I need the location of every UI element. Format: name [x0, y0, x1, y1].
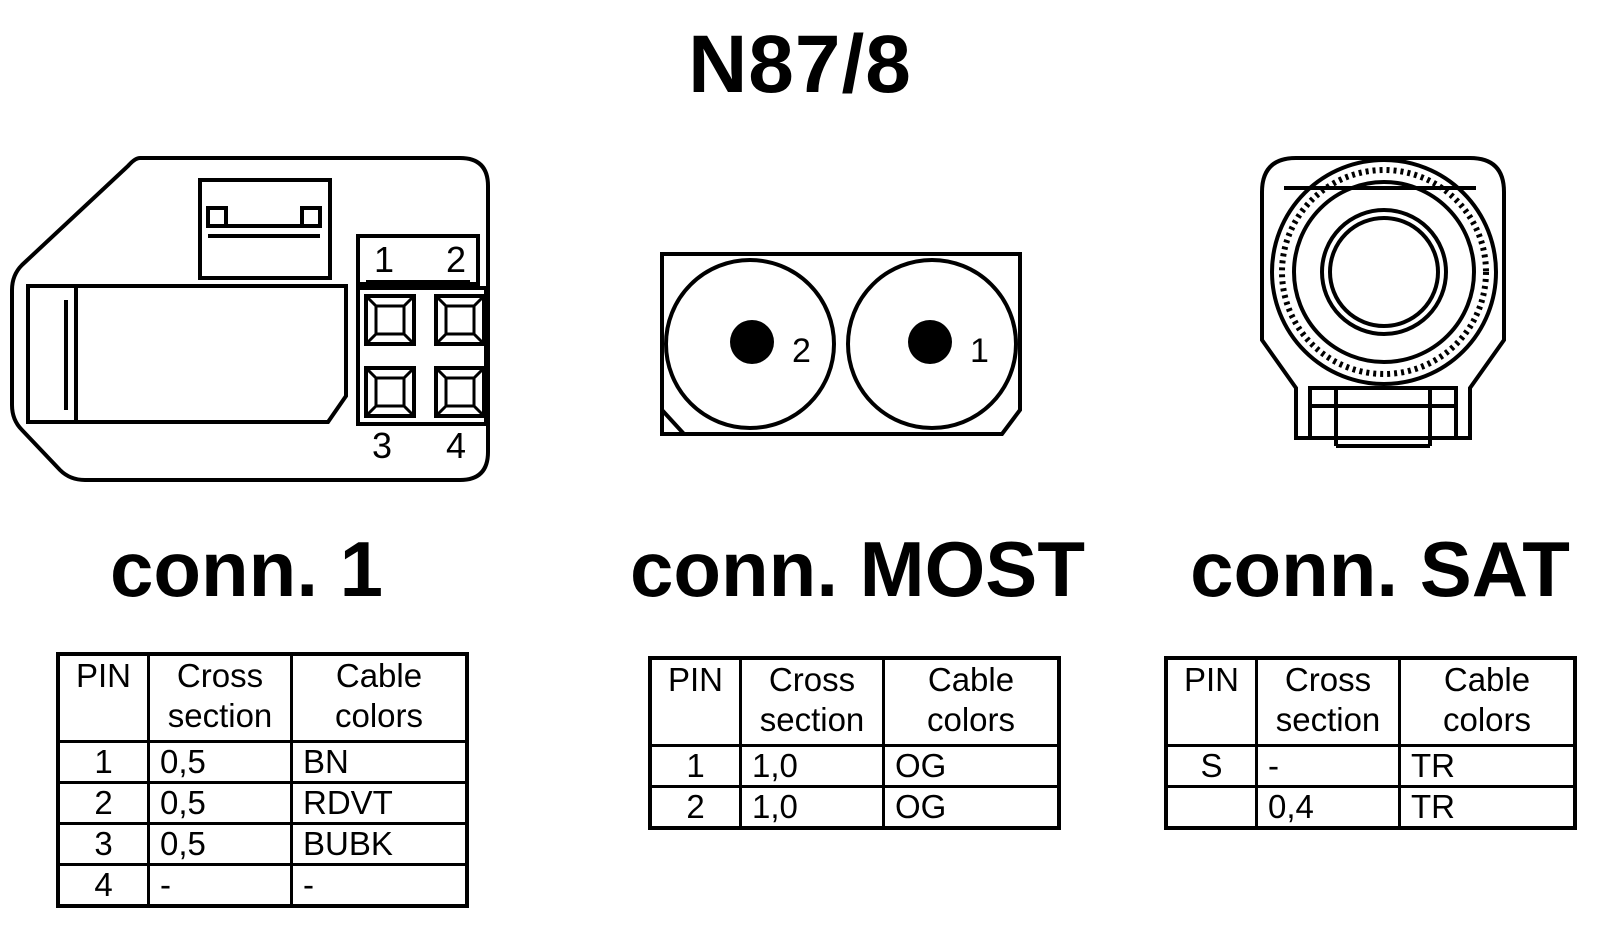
- connector-most-label: conn. MOST: [630, 525, 1085, 613]
- cell-cable-color: OG: [882, 744, 1061, 788]
- cell-cross-section: 0,5: [147, 740, 293, 784]
- table-row: 2 0,5 RDVT: [56, 781, 469, 825]
- header-cable-colors: Cable colors: [290, 652, 469, 743]
- cell-cable-color: -: [290, 863, 469, 908]
- cell-cross-section: 0,5: [147, 781, 293, 825]
- connector-1-label: conn. 1: [110, 525, 384, 613]
- connector-1-pins: [364, 294, 486, 418]
- cell-pin: 1: [56, 740, 150, 784]
- header-cross-section: Cross section: [739, 656, 885, 747]
- connector-sat-table: PIN Cross section Cable colors S - TR 0,…: [1164, 656, 1577, 830]
- cell-cross-section: 0,4: [1255, 785, 1401, 830]
- cell-pin: 3: [56, 822, 150, 866]
- cell-pin: 4: [56, 863, 150, 908]
- header-pin: PIN: [56, 652, 150, 743]
- cell-pin: S: [1164, 744, 1258, 788]
- cell-cable-color: BUBK: [290, 822, 469, 866]
- header-pin: PIN: [648, 656, 742, 747]
- cell-pin: [1164, 785, 1258, 830]
- table-row: 1 0,5 BN: [56, 740, 469, 784]
- connector-most-drawing: [660, 252, 1022, 436]
- header-cross-section: Cross section: [1255, 656, 1401, 747]
- cell-cable-color: TR: [1398, 744, 1577, 788]
- header-cross-section: Cross section: [147, 652, 293, 743]
- header-pin: PIN: [1164, 656, 1258, 747]
- connector-1-pin-label: 2: [446, 239, 466, 280]
- connector-1-pin-label: 3: [372, 425, 392, 466]
- cell-cross-section: -: [1255, 744, 1401, 788]
- table-row: 2 1,0 OG: [648, 785, 1061, 830]
- table-row: 3 0,5 BUBK: [56, 822, 469, 866]
- cell-cable-color: BN: [290, 740, 469, 784]
- cell-cross-section: 1,0: [739, 744, 885, 788]
- connector-most-table: PIN Cross section Cable colors 1 1,0 OG …: [648, 656, 1061, 830]
- connector-most-pin-label: 1: [970, 332, 989, 370]
- cell-pin: 2: [648, 785, 742, 830]
- table-row: 0,4 TR: [1164, 785, 1577, 830]
- cell-cross-section: -: [147, 863, 293, 908]
- table-header-row: PIN Cross section Cable colors: [648, 656, 1061, 747]
- table-header-row: PIN Cross section Cable colors: [56, 652, 469, 743]
- connector-sat-drawing: [1260, 156, 1506, 448]
- connector-sat-label: conn. SAT: [1190, 525, 1570, 613]
- cell-cable-color: OG: [882, 785, 1061, 830]
- connector-1-table: PIN Cross section Cable colors 1 0,5 BN …: [56, 652, 469, 908]
- table-header-row: PIN Cross section Cable colors: [1164, 656, 1577, 747]
- cell-cross-section: 1,0: [739, 785, 885, 830]
- cell-pin: 1: [648, 744, 742, 788]
- diagram-title: N87/8: [688, 19, 912, 110]
- header-cable-colors: Cable colors: [882, 656, 1061, 747]
- cell-pin: 2: [56, 781, 150, 825]
- connector-1-pin-label: 4: [446, 425, 466, 466]
- table-row: 1 1,0 OG: [648, 744, 1061, 788]
- connector-most-contacts: [730, 320, 952, 364]
- cell-cable-color: TR: [1398, 785, 1577, 830]
- cell-cable-color: RDVT: [290, 781, 469, 825]
- cell-cross-section: 0,5: [147, 822, 293, 866]
- header-cable-colors: Cable colors: [1398, 656, 1577, 747]
- connector-most-pin-label: 2: [792, 332, 811, 370]
- table-row: S - TR: [1164, 744, 1577, 788]
- connector-1-drawing: [10, 156, 490, 482]
- connector-1-pin-label: 1: [374, 239, 394, 280]
- table-row: 4 - -: [56, 863, 469, 908]
